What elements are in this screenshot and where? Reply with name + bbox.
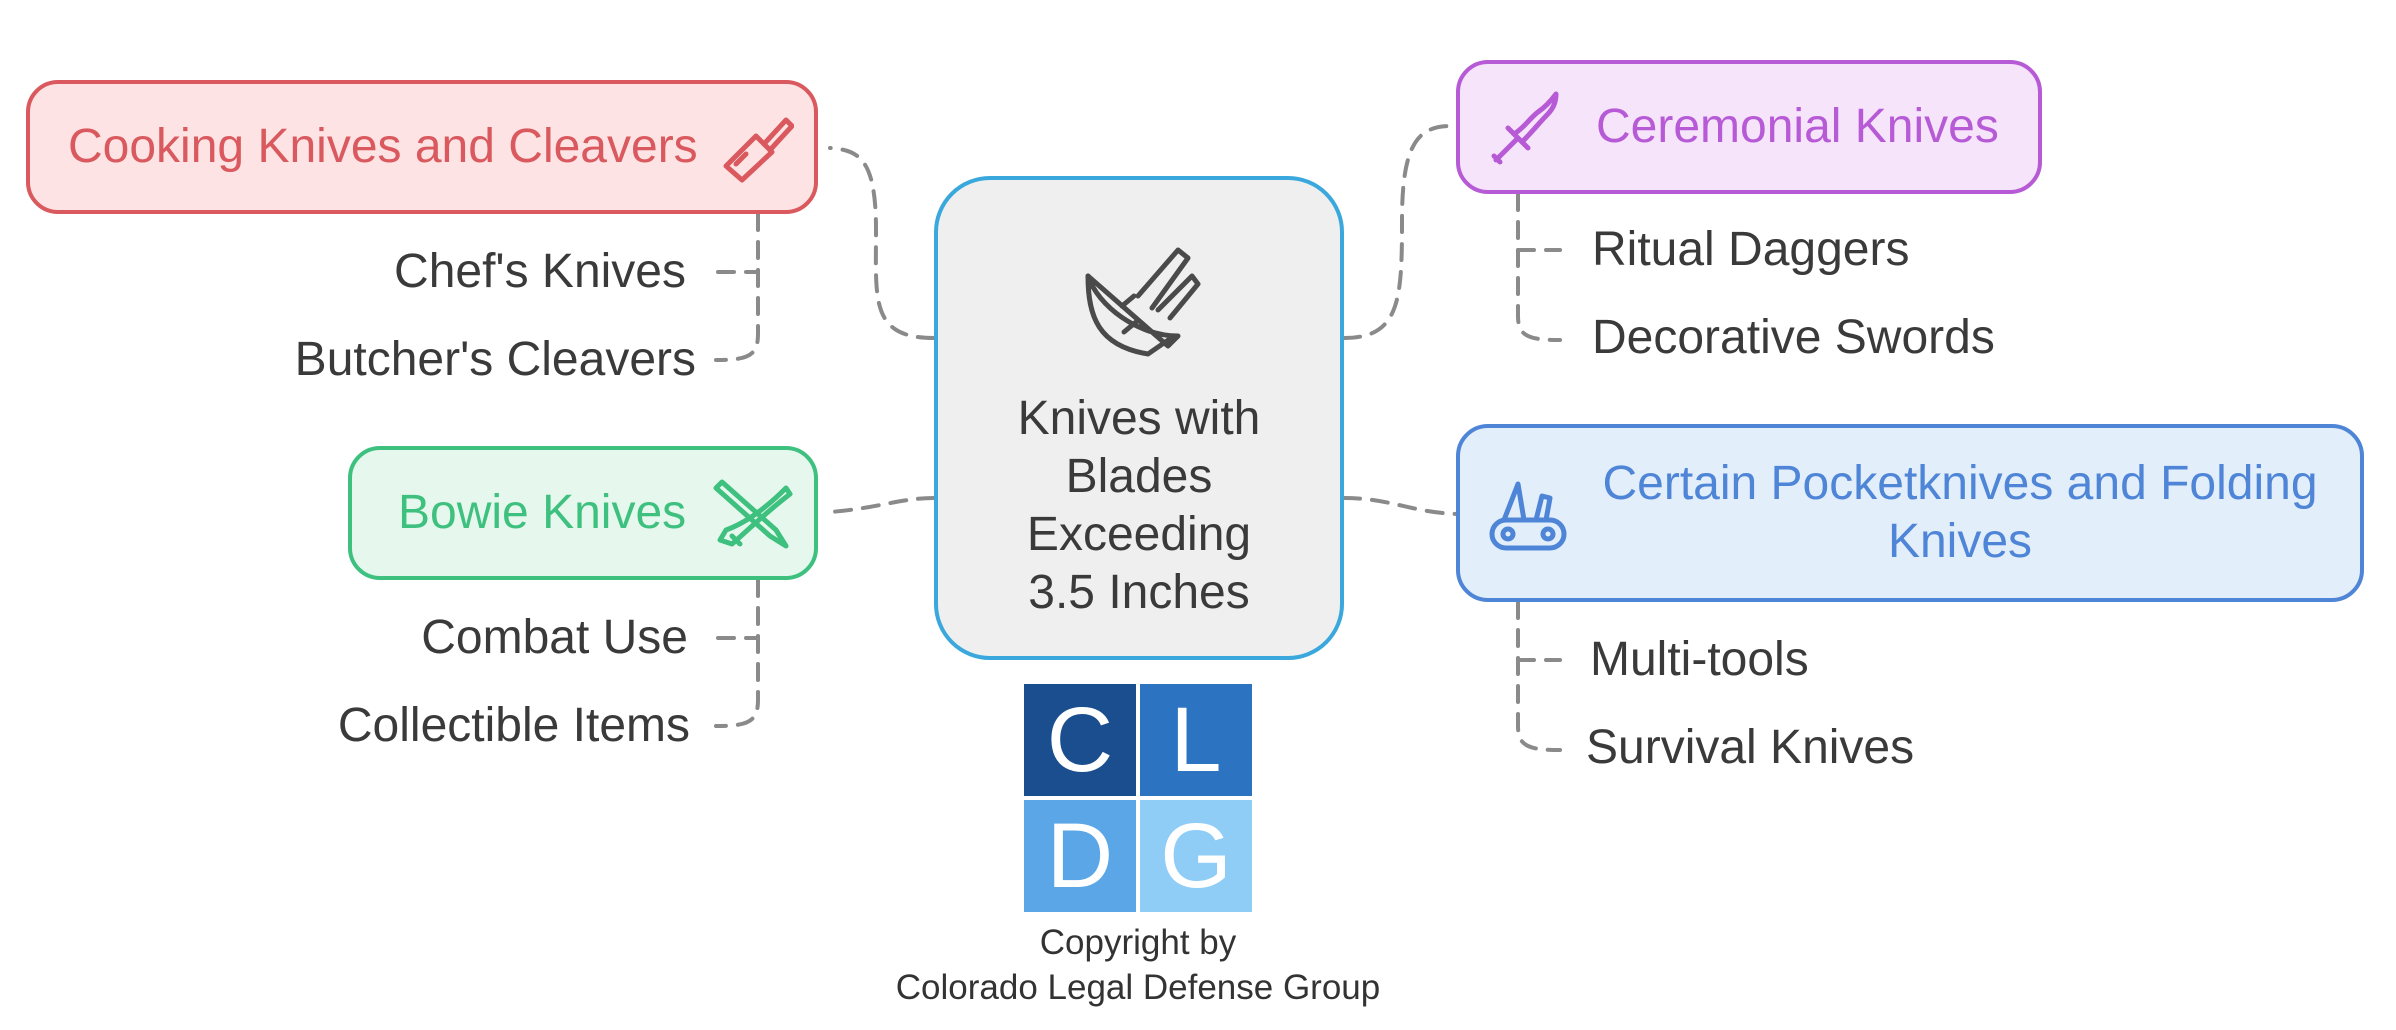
connector-pocket-children bbox=[1516, 600, 1562, 752]
bowie-item-collectible-items: Collectible Items bbox=[337, 699, 690, 752]
connector-center-bowie bbox=[828, 496, 936, 514]
pocket-item-multi-tools: Multi-tools bbox=[1590, 633, 1809, 686]
branch-ceremonial-label: Ceremonial Knives bbox=[1596, 100, 1999, 154]
ceremonial-item-ritual-daggers: Ritual Daggers bbox=[1592, 223, 1910, 276]
branch-ceremonial-knives[interactable]: Ceremonial Knives bbox=[1456, 60, 2042, 194]
knife-block-icon bbox=[1085, 247, 1201, 357]
connector-center-ceremonial bbox=[1342, 124, 1454, 340]
copyright-line-1: Copyright by bbox=[1039, 923, 1237, 962]
connector-center-cooking bbox=[828, 146, 936, 340]
cleaver-icon bbox=[723, 117, 794, 183]
central-topic-title: Knives with Blades Exceeding 3.5 Inches bbox=[1017, 392, 1261, 619]
cooking-item-butchers-cleavers: Butcher's Cleavers bbox=[294, 333, 696, 386]
multitool-icon bbox=[1489, 481, 1567, 551]
logo-cell-g: G bbox=[1140, 800, 1252, 912]
copyright-text: Copyright by Colorado Legal Defense Grou… bbox=[800, 920, 1476, 1010]
bowie-item-combat-use: Combat Use bbox=[421, 611, 688, 664]
connector-ceremonial-children bbox=[1516, 192, 1562, 342]
ceremonial-item-decorative-swords: Decorative Swords bbox=[1592, 311, 1995, 364]
ornate-dagger-icon bbox=[1491, 91, 1559, 165]
pocket-item-survival-knives: Survival Knives bbox=[1586, 721, 1915, 774]
branch-cooking-label: Cooking Knives and Cleavers bbox=[68, 120, 698, 174]
cooking-item-chefs-knives: Chef's Knives bbox=[394, 245, 686, 298]
branch-bowie-knives[interactable]: Bowie Knives bbox=[348, 446, 818, 580]
cldg-logo: C L D G bbox=[1024, 684, 1252, 912]
copyright-line-2: Colorado Legal Defense Group bbox=[895, 968, 1381, 1007]
branch-pocket-label: Certain Pocketknives and Folding Knives bbox=[1602, 457, 2318, 568]
branch-cooking-knives[interactable]: Cooking Knives and Cleavers bbox=[26, 80, 818, 214]
connector-cooking-children bbox=[714, 212, 760, 362]
central-topic-node[interactable]: Knives with Blades Exceeding 3.5 Inches bbox=[934, 176, 1344, 660]
logo-cell-l: L bbox=[1140, 684, 1252, 796]
branch-pocket-folding-knives[interactable]: Certain Pocketknives and Folding Knives bbox=[1456, 424, 2364, 602]
connector-bowie-children bbox=[714, 578, 760, 728]
crossed-knives-icon bbox=[713, 479, 793, 549]
connector-center-pocket bbox=[1342, 496, 1458, 516]
logo-cell-d: D bbox=[1024, 800, 1136, 912]
logo-cell-c: C bbox=[1024, 684, 1136, 796]
branch-bowie-label: Bowie Knives bbox=[398, 486, 687, 540]
